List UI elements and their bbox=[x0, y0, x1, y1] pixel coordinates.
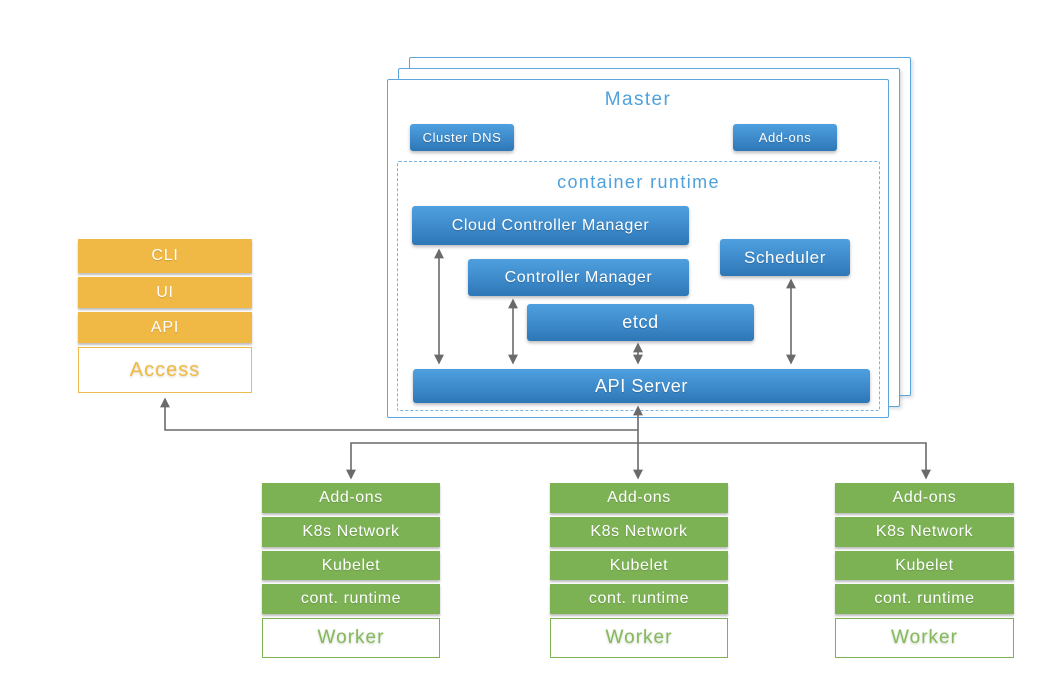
access-label: Access bbox=[129, 358, 201, 381]
etcd-box: etcd bbox=[527, 304, 754, 341]
worker3-k8s-network-label: K8s Network bbox=[875, 523, 974, 540]
worker2-k8s-network-box: K8s Network bbox=[550, 517, 728, 547]
container-runtime-panel: container runtime Cloud Controller Manag… bbox=[397, 161, 880, 411]
master-addons-label: Add-ons bbox=[758, 130, 812, 145]
worker2-label: Worker bbox=[605, 627, 673, 648]
scheduler-label: Scheduler bbox=[744, 247, 826, 267]
worker3-kubelet-box: Kubelet bbox=[835, 551, 1014, 580]
arrow-apiserver-outer-workers bbox=[346, 442, 931, 480]
worker3-cont-runtime-label: cont. runtime bbox=[874, 590, 975, 607]
api-server-box: API Server bbox=[413, 369, 870, 403]
worker-column-1: Add-ons K8s Network Kubelet cont. runtim… bbox=[262, 483, 440, 658]
worker2-addons-box: Add-ons bbox=[550, 483, 728, 513]
ui-box: UI bbox=[78, 277, 252, 308]
scheduler-box: Scheduler bbox=[720, 239, 850, 276]
etcd-label: etcd bbox=[622, 312, 659, 332]
worker1-addons-label: Add-ons bbox=[319, 489, 383, 506]
worker1-addons-box: Add-ons bbox=[262, 483, 440, 513]
worker2-cont-runtime-box: cont. runtime bbox=[550, 584, 728, 614]
worker1-cont-runtime-label: cont. runtime bbox=[300, 590, 402, 607]
cli-label: CLI bbox=[151, 247, 179, 264]
worker3-addons-label: Add-ons bbox=[892, 489, 957, 506]
master-addons-box: Add-ons bbox=[733, 124, 837, 151]
worker3-addons-box: Add-ons bbox=[835, 483, 1014, 513]
controller-manager-box: Controller Manager bbox=[468, 259, 689, 296]
worker2-addons-label: Add-ons bbox=[607, 489, 671, 506]
worker3-k8s-network-box: K8s Network bbox=[835, 517, 1014, 547]
worker1-label: Worker bbox=[317, 627, 385, 648]
cluster-dns-label: Cluster DNS bbox=[422, 130, 502, 145]
worker2-label-box: Worker bbox=[550, 618, 728, 658]
worker1-cont-runtime-box: cont. runtime bbox=[262, 584, 440, 614]
worker2-kubelet-box: Kubelet bbox=[550, 551, 728, 580]
ui-label: UI bbox=[156, 283, 174, 301]
controller-manager-label: Controller Manager bbox=[504, 268, 653, 286]
api-box: API bbox=[78, 312, 252, 343]
cli-box: CLI bbox=[78, 239, 252, 273]
worker1-k8s-network-label: K8s Network bbox=[302, 523, 400, 540]
master-title: Master bbox=[604, 89, 672, 110]
api-label: API bbox=[150, 318, 180, 336]
master-panel: Master Cluster DNS Add-ons container run… bbox=[387, 79, 889, 418]
worker1-kubelet-label: Kubelet bbox=[321, 556, 381, 574]
worker1-label-box: Worker bbox=[262, 618, 440, 658]
worker2-k8s-network-label: K8s Network bbox=[590, 523, 688, 540]
container-runtime-title: container runtime bbox=[557, 172, 720, 192]
worker2-kubelet-label: Kubelet bbox=[609, 556, 669, 574]
worker3-label: Worker bbox=[891, 627, 958, 648]
cloud-controller-manager-label: Cloud Controller Manager bbox=[451, 216, 650, 234]
api-server-label: API Server bbox=[594, 375, 689, 396]
worker1-k8s-network-box: K8s Network bbox=[262, 517, 440, 547]
cloud-controller-manager-box: Cloud Controller Manager bbox=[412, 206, 689, 245]
worker3-label-box: Worker bbox=[835, 618, 1014, 658]
access-label-box: Access bbox=[78, 347, 252, 393]
cluster-dns-box: Cluster DNS bbox=[410, 124, 514, 151]
worker3-kubelet-label: Kubelet bbox=[895, 556, 954, 574]
worker2-cont-runtime-label: cont. runtime bbox=[588, 590, 690, 607]
worker-column-3: Add-ons K8s Network Kubelet cont. runtim… bbox=[835, 483, 1014, 658]
worker1-kubelet-box: Kubelet bbox=[262, 551, 440, 580]
worker3-cont-runtime-box: cont. runtime bbox=[835, 584, 1014, 614]
worker-column-2: Add-ons K8s Network Kubelet cont. runtim… bbox=[550, 483, 728, 658]
